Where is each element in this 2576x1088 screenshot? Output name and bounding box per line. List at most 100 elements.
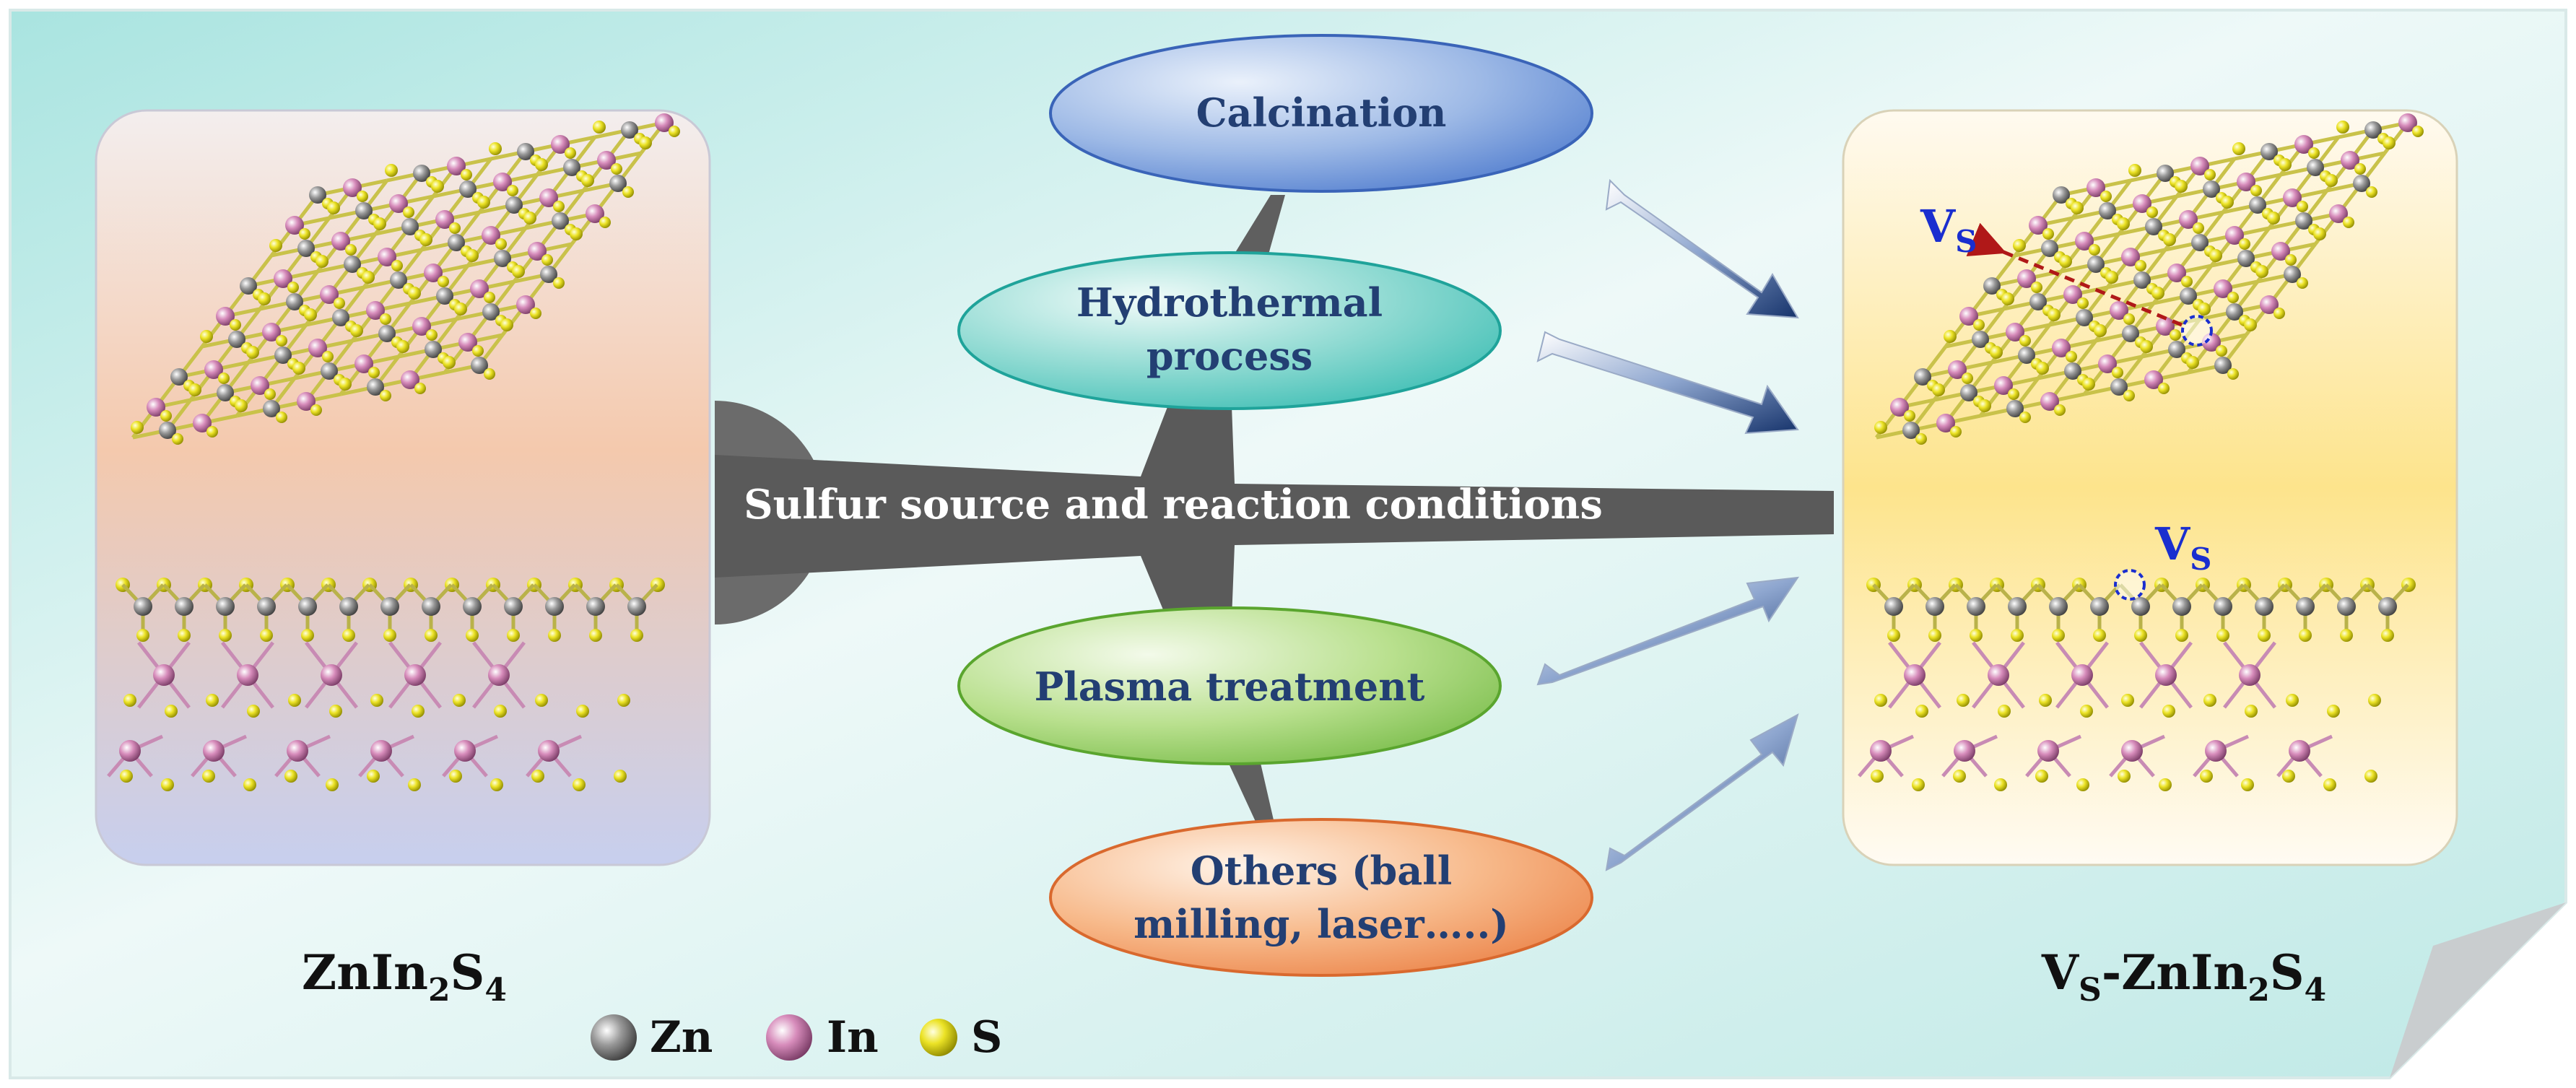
atom-in [308,339,327,357]
atom-s [2200,770,2213,783]
atom-in [147,398,165,417]
atom-in [354,354,373,373]
atom-zn [257,597,276,616]
atom-s [243,778,256,791]
atom-s [339,378,352,391]
atom-in [2271,242,2290,261]
atom-s [2366,186,2377,198]
atom-s [202,770,215,783]
atom-in [458,333,477,352]
atom-in [2156,317,2175,336]
arrow-hydrothermal [1536,331,1799,435]
atom-in [1870,740,1892,762]
atom-s [391,260,403,271]
atom-s [2048,308,2061,321]
atom-s [2325,174,2338,187]
atom-s [2170,329,2181,341]
atom-s [292,362,305,375]
atom-zn [2157,165,2174,182]
atom-in [2037,740,2059,762]
vs-zninS4-side-view [1858,578,2416,791]
atom-zn [175,597,193,616]
atom-zn [2064,362,2081,380]
atom-s [246,346,259,359]
vs-zninS4-top-view [1874,113,2424,445]
atom-zn [228,331,245,348]
atom-s [276,335,287,347]
atom-s [2221,196,2234,209]
atom-s [2258,629,2271,642]
atom-s [258,292,271,305]
atom-zn [609,175,627,192]
atom-s [2255,265,2268,278]
atom-s [1953,770,1966,783]
atom-zn [2041,240,2058,257]
atom-s [403,206,414,218]
atom-s [2216,629,2229,642]
atom-in [404,664,426,686]
atom-in [412,317,431,336]
atom-s [495,238,507,250]
atom-s [2082,378,2095,391]
atom-zn [217,384,234,401]
atom-in [435,210,454,229]
atom-in [470,279,489,298]
atom-in [447,157,466,175]
atom-s [2308,147,2320,159]
atom-s [350,324,363,337]
atom-in [320,285,339,304]
atom-zn [1983,277,2001,295]
atom-s [345,244,357,256]
atom-s [2175,180,2188,193]
atom-s [2105,271,2118,284]
atom-s [2039,694,2052,707]
plasma-ellipse [957,606,1502,765]
atom-in [389,194,408,213]
atom-s [2244,318,2257,331]
atom-s [1912,778,1925,791]
atom-s [614,770,627,783]
atom-zn [355,202,373,219]
atom-in [482,226,500,245]
atom-s [2297,277,2308,289]
atom-s [1871,770,1884,783]
process-arrows [1536,178,1800,871]
atom-s [2123,390,2135,401]
atom-s [414,383,426,394]
atom-zn [216,597,235,616]
atom-s [425,629,438,642]
atom-zn [321,362,338,380]
atom-zn [298,597,317,616]
atom-s [2285,254,2297,266]
legend-s-label: S [971,1012,1002,1063]
atom-in [528,242,547,261]
vacancy-circle-top [2181,315,2213,347]
atom-in [366,301,385,320]
atom-s [269,239,282,252]
atom-s [178,629,191,642]
atom-zn [309,186,326,204]
atom-zn [2307,159,2324,176]
atom-s [301,629,314,642]
atom-in [2329,204,2348,223]
atom-s [2354,163,2366,175]
atom-zn [552,212,569,230]
atom-s [443,356,456,369]
atom-s [535,694,548,707]
atom-s [2054,404,2066,416]
atom-s [2123,313,2135,325]
atom-in [2133,194,2151,213]
atom-in [193,414,212,432]
atom-s [2193,222,2204,234]
atom-s [419,233,432,246]
zninS4-side-view [107,578,665,791]
atom-s [276,412,287,423]
atom-in [488,664,510,686]
atom-in [1948,360,1967,379]
atom-in [454,740,476,762]
atom-s [357,191,368,202]
folded-corner [2390,902,2566,1078]
atom-s [218,373,230,384]
atom-zn [563,159,580,176]
atom-in [586,204,604,223]
